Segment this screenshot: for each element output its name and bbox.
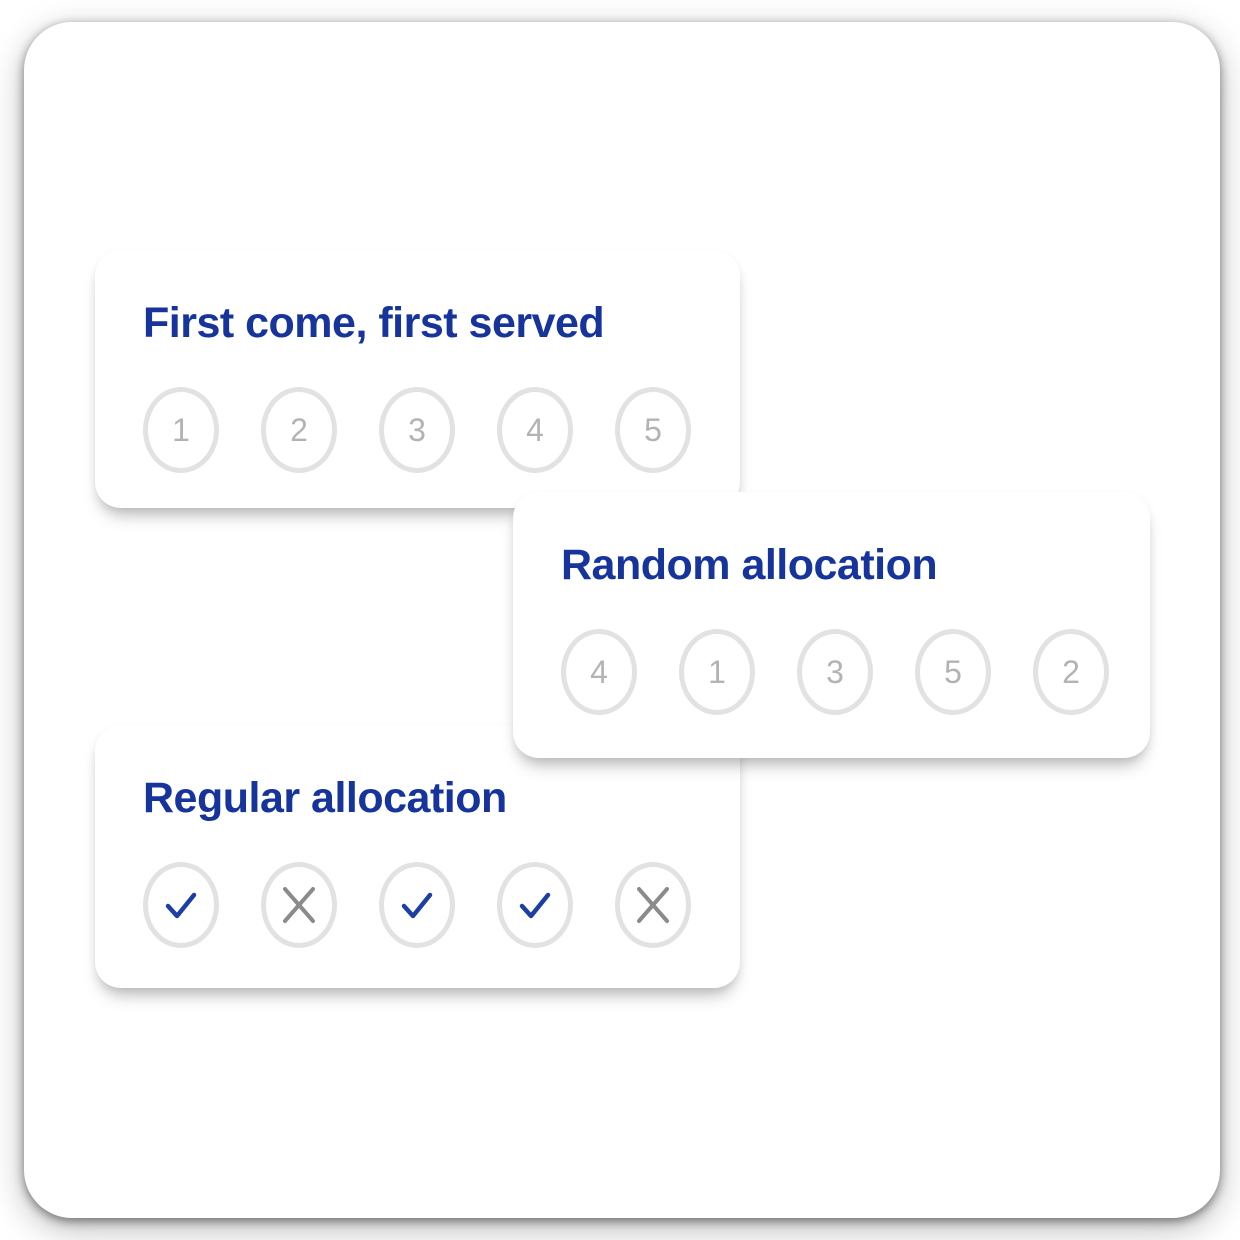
slot-number: 1 [172,411,190,448]
result-slot [497,862,573,949]
queue-slot: 4 [561,629,637,716]
card-first-come-first-served: First come, first served 1 2 3 4 5 [95,250,740,508]
card-random-allocation: Random allocation 4 1 3 5 2 [513,492,1150,758]
cross-icon [283,887,315,924]
slot-number: 5 [644,411,662,448]
slot-number: 3 [826,653,844,690]
slot-number: 1 [708,653,726,690]
queue-slot: 1 [679,629,755,716]
queue-slot: 4 [497,387,573,474]
result-slot [379,862,455,949]
check-icon [165,893,197,919]
app-frame: First come, first served 1 2 3 4 5 Rando… [24,22,1220,1218]
cross-icon [637,887,669,924]
slot-number: 3 [408,411,426,448]
slot-number: 5 [944,653,962,690]
slot-number: 4 [590,653,608,690]
result-slot [261,862,337,949]
card-title: Random allocation [561,541,938,589]
card-title: First come, first served [143,299,605,347]
check-icon [401,893,433,919]
result-slot [615,862,691,949]
queue-slot: 3 [797,629,873,716]
slot-row: 4 1 3 5 2 [561,629,1109,716]
card-regular-allocation: Regular allocation [95,725,740,988]
queue-slot: 5 [615,387,691,474]
queue-slot: 1 [143,387,219,474]
slot-number: 4 [526,411,544,448]
slot-row [143,862,692,949]
queue-slot: 2 [1033,629,1109,716]
slot-number: 2 [290,411,308,448]
card-title: Regular allocation [143,774,507,822]
queue-slot: 3 [379,387,455,474]
check-icon [519,893,551,919]
result-slot [143,862,219,949]
queue-slot: 2 [261,387,337,474]
slot-row: 1 2 3 4 5 [143,387,692,474]
slot-number: 2 [1062,653,1080,690]
queue-slot: 5 [915,629,991,716]
